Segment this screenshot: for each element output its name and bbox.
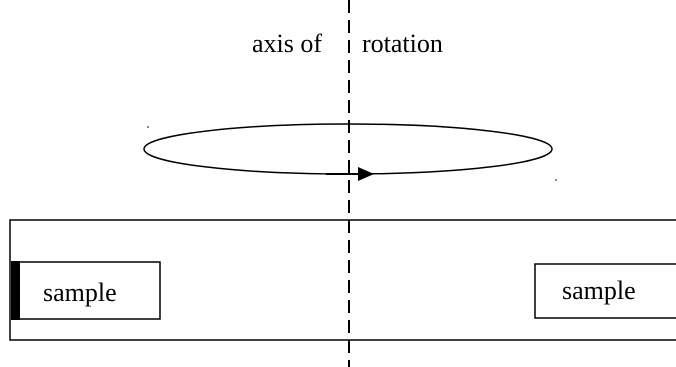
- sample-left-base-bar: [11, 261, 20, 320]
- axis-label-left: axis of: [252, 29, 322, 58]
- sample-right-label: sample: [562, 276, 636, 305]
- sample-right: sample: [534, 263, 676, 319]
- rotor-container: [9, 219, 676, 341]
- sample-right-box: [534, 263, 676, 319]
- stray-dot: [147, 126, 149, 128]
- rotation-arrow-icon: [326, 167, 374, 181]
- sample-left: sample: [11, 261, 161, 320]
- sample-left-box: [11, 261, 161, 320]
- axis-label-right: rotation: [362, 29, 443, 58]
- stray-dot: [555, 179, 557, 181]
- sample-left-label: sample: [43, 278, 117, 307]
